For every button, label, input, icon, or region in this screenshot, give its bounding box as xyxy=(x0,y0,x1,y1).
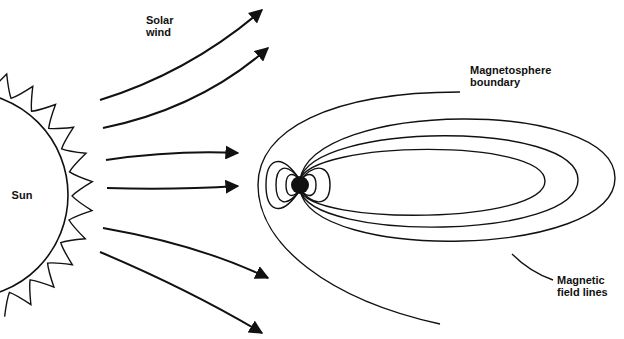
tail-field-line xyxy=(300,136,578,227)
solar-wind-arrows xyxy=(100,10,268,333)
field-lines-label: Magnetic field lines xyxy=(557,274,617,298)
tail-field-line xyxy=(300,119,615,241)
wind-arrow xyxy=(106,152,238,160)
wind-arrow xyxy=(100,10,262,100)
magnetosphere-boundary-line xyxy=(258,92,460,324)
wind-arrow xyxy=(107,186,238,189)
leader-line xyxy=(512,254,553,280)
wind-arrow xyxy=(103,48,268,128)
sun-label: Sun xyxy=(12,189,33,201)
earth xyxy=(291,176,309,194)
solar-wind-label: Solar wind xyxy=(146,14,190,38)
tail-field-line xyxy=(300,149,545,215)
wind-arrow xyxy=(100,252,262,333)
boundary-label: Magnetosphere boundary xyxy=(470,64,556,88)
wind-arrow xyxy=(103,228,268,278)
sun-shape: Sun xyxy=(0,70,100,320)
sun-disc xyxy=(0,92,68,298)
